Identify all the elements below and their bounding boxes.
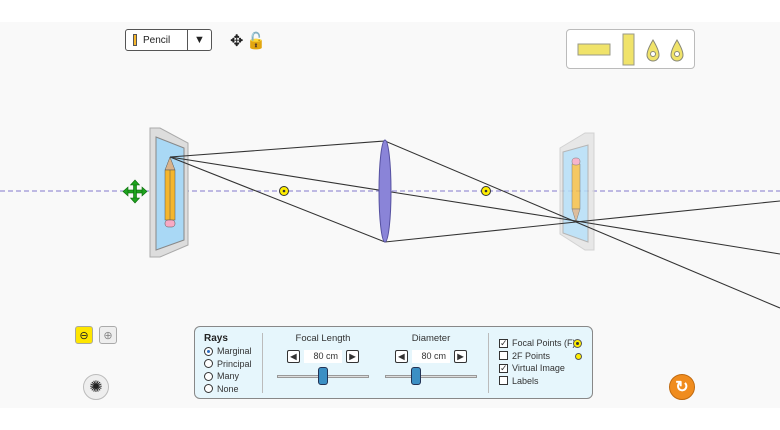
radio-label: Many (217, 371, 240, 382)
diameter-value[interactable]: 80 cm (412, 350, 450, 363)
diameter-control: Diameter ◀ 80 cm ▶ (381, 333, 481, 385)
focal-length-slider[interactable] (273, 367, 373, 385)
move-handle-icon[interactable] (122, 179, 148, 204)
object-selector[interactable]: Pencil ▼ (125, 29, 212, 51)
zoom-out-button[interactable]: ⊖ (75, 326, 93, 344)
reset-button[interactable]: ↻ (669, 374, 695, 400)
toolbox (566, 29, 695, 69)
pencil-icon (133, 34, 137, 46)
radio-label: Principal (217, 358, 252, 369)
unlock-icon[interactable]: 🔓 (246, 33, 267, 50)
vertical-ruler-icon[interactable] (622, 33, 635, 66)
decrease-button[interactable]: ◀ (395, 350, 408, 363)
brightness-button[interactable]: ✺ (83, 374, 109, 400)
move-icon[interactable]: ✥ (230, 33, 244, 50)
focal-length-label: Focal Length (295, 333, 351, 344)
focal-length-value[interactable]: 80 cm (304, 350, 342, 363)
optics-scene (0, 127, 780, 309)
radio-principal[interactable]: Principal (204, 358, 252, 371)
control-panel: Rays Marginal Principal Many None Focal … (194, 326, 593, 399)
reset-icon: ↻ (675, 379, 689, 396)
radio-none[interactable]: None (204, 383, 252, 396)
decrease-button[interactable]: ◀ (287, 350, 300, 363)
lens[interactable] (378, 139, 392, 243)
rays-group: Rays Marginal Principal Many None (204, 333, 252, 395)
object-pencil[interactable] (149, 127, 189, 258)
2f-point-legend-icon (575, 353, 582, 360)
increase-button[interactable]: ▶ (454, 350, 467, 363)
diameter-label: Diameter (411, 333, 451, 344)
zoom-in-button[interactable]: ⊕ (99, 326, 117, 344)
radio-label: Marginal (217, 346, 252, 357)
zoom-in-icon: ⊕ (103, 329, 113, 342)
object-selector-label: Pencil (143, 34, 171, 46)
radio-marginal[interactable]: Marginal (204, 345, 252, 358)
checkbox-virtual-image[interactable]: ✓Virtual Image (499, 362, 565, 374)
divider (488, 333, 489, 393)
sun-icon: ✺ (89, 379, 103, 396)
slider-thumb[interactable] (410, 367, 421, 385)
intensity-probe-icon[interactable] (670, 39, 684, 62)
radio-label: None (217, 383, 239, 394)
zoom-out-icon: ⊖ (79, 329, 89, 342)
rays-title: Rays (204, 333, 228, 344)
increase-button[interactable]: ▶ (346, 350, 359, 363)
checkbox-label: Focal Points (F) (512, 338, 576, 349)
focal-length-control: Focal Length ◀ 80 cm ▶ (273, 333, 373, 385)
checkbox-2f-points[interactable]: 2F Points (499, 350, 576, 363)
checkbox-focal-points[interactable]: ✓Focal Points (F) (499, 337, 576, 349)
diameter-slider[interactable] (381, 367, 481, 385)
horizontal-ruler-icon[interactable] (577, 43, 611, 56)
checkbox-label: 2F Points (512, 350, 551, 361)
slider-thumb[interactable] (318, 367, 328, 385)
chevron-down-icon[interactable]: ▼ (187, 30, 211, 50)
options-group: ✓Focal Points (F) 2F Points ✓Virtual Ima… (499, 337, 576, 387)
image-pencil (559, 132, 595, 251)
light-rays (169, 140, 780, 309)
radio-many[interactable]: Many (204, 370, 252, 383)
checkbox-label: Labels (512, 375, 539, 386)
focal-point-legend-icon (573, 339, 582, 348)
checkbox-labels[interactable]: Labels (499, 375, 576, 388)
intensity-probe-icon[interactable] (646, 39, 660, 62)
divider (262, 333, 263, 393)
checkbox-label: Virtual Image (512, 363, 565, 374)
